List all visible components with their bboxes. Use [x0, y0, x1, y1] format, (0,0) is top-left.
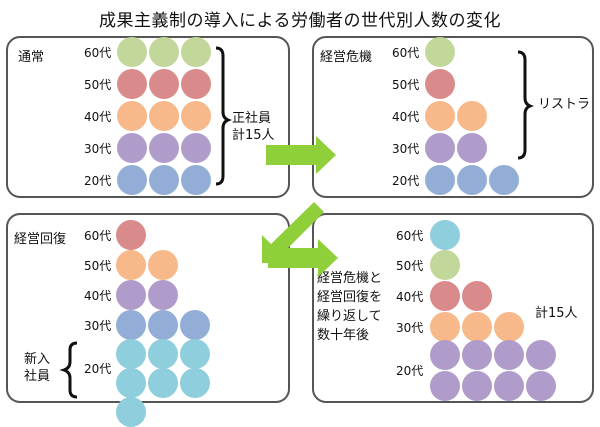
- recovery-worker-dot: [148, 367, 178, 398]
- normal-worker-dot: [149, 165, 179, 195]
- normal-age-label: 30代: [84, 142, 112, 156]
- arrow-crisis-to-recovery: [262, 202, 324, 263]
- decades-worker-dot: [430, 250, 460, 280]
- recovery-worker-dot: [116, 367, 146, 398]
- crisis-worker-dot: [425, 37, 455, 67]
- recovery-age-label: 30代: [84, 319, 112, 333]
- recovery-worker-dot: [180, 338, 210, 369]
- normal-worker-dot: [117, 69, 147, 99]
- decades-worker-dot: [526, 370, 556, 401]
- new-hire-label-line2: 社員: [24, 369, 51, 384]
- decades-age-label: 30代: [396, 321, 424, 335]
- normal-worker-dot: [149, 69, 179, 99]
- normal-worker-dot: [181, 69, 211, 99]
- normal-worker-dot: [149, 37, 179, 67]
- normal-bracket: [215, 46, 233, 186]
- panel-normal: [6, 36, 290, 198]
- recovery-worker-dot: [148, 338, 178, 369]
- arrow-normal-to-crisis: [266, 136, 336, 174]
- normal-bracket-label-line2: 計15人: [232, 128, 275, 143]
- recovery-worker-dot: [116, 310, 146, 340]
- crisis-bracket: [517, 50, 535, 160]
- crisis-worker-dot: [425, 133, 455, 163]
- decades-note-line2: 経営回復を: [317, 290, 383, 305]
- decades-note-line4: 数十年後: [317, 328, 370, 343]
- decades-worker-dot: [494, 339, 524, 370]
- recovery-worker-dot: [180, 367, 210, 398]
- crisis-bracket-label: リストラ: [538, 97, 591, 112]
- decades-worker-dot: [462, 339, 492, 370]
- normal-worker-dot: [117, 165, 147, 195]
- recovery-worker-dot: [180, 310, 210, 340]
- arrow-recovery-to-decades: [268, 239, 338, 277]
- recovery-age-label: 40代: [84, 289, 112, 303]
- decades-worker-dot: [462, 281, 492, 311]
- normal-worker-dot: [117, 133, 147, 163]
- crisis-worker-dot: [457, 133, 487, 163]
- crisis-worker-dot: [425, 165, 455, 195]
- recovery-worker-dot: [116, 396, 146, 427]
- decades-worker-dot: [494, 370, 524, 401]
- recovery-age-label: 60代: [84, 229, 112, 243]
- crisis-worker-dot: [425, 69, 455, 99]
- decades-worker-dot: [494, 312, 524, 342]
- diagram-title: 成果主義制の導入による労働者の世代別人数の変化: [99, 11, 501, 31]
- normal-age-label: 50代: [84, 78, 112, 92]
- decades-age-label: 60代: [396, 229, 424, 243]
- normal-worker-dot: [117, 101, 147, 131]
- normal-age-label: 40代: [84, 110, 112, 124]
- recovery-worker-dot: [148, 280, 178, 310]
- crisis-age-label: 30代: [392, 142, 420, 156]
- normal-worker-dot: [181, 165, 211, 195]
- recovery-worker-dot: [116, 280, 146, 310]
- crisis-worker-dot: [425, 101, 455, 131]
- crisis-age-label: 40代: [392, 110, 420, 124]
- panel-normal-label: 通常: [18, 50, 45, 65]
- diagram-stage: 成果主義制の導入による労働者の世代別人数の変化 通常 経営危機 経営回復 正社員…: [6, 11, 594, 427]
- normal-age-label: 60代: [84, 46, 112, 60]
- recovery-worker-dot: [116, 220, 146, 250]
- crisis-worker-dot: [457, 165, 487, 195]
- crisis-worker-dot: [457, 101, 487, 131]
- normal-worker-dot: [149, 133, 179, 163]
- crisis-worker-dot: [489, 165, 519, 195]
- decades-worker-dot: [430, 370, 460, 401]
- panel-recovery: [6, 213, 290, 403]
- panel-crisis: [312, 36, 594, 198]
- panel-recovery-label: 経営回復: [14, 232, 67, 247]
- decades-age-label: 40代: [396, 290, 424, 304]
- normal-worker-dot: [181, 133, 211, 163]
- normal-worker-dot: [181, 37, 211, 67]
- recovery-worker-dot: [116, 338, 146, 369]
- recovery-age-label: 20代: [84, 362, 112, 376]
- decades-note-line1: 経営危機と: [317, 271, 383, 286]
- decades-age-label: 20代: [396, 364, 424, 378]
- decades-worker-dot: [526, 339, 556, 370]
- decades-worker-dot: [462, 312, 492, 342]
- normal-worker-dot: [117, 37, 147, 67]
- decades-worker-dot: [430, 312, 460, 342]
- normal-worker-dot: [181, 101, 211, 131]
- crisis-age-label: 20代: [392, 174, 420, 188]
- decades-note-line3: 繰り返して: [317, 309, 382, 324]
- panel-crisis-label: 経営危機: [320, 50, 373, 65]
- decades-age-label: 50代: [396, 259, 424, 273]
- decades-worker-dot: [430, 339, 460, 370]
- crisis-age-label: 60代: [392, 46, 420, 60]
- normal-bracket-label-line1: 正社員: [232, 111, 272, 126]
- decades-worker-dot: [430, 281, 460, 311]
- decades-total-label: 計15人: [535, 306, 578, 321]
- recovery-worker-dot: [148, 310, 178, 340]
- normal-age-label: 20代: [84, 174, 112, 188]
- normal-worker-dot: [149, 101, 179, 131]
- decades-worker-dot: [430, 220, 460, 250]
- connector-overlay: [59, 46, 535, 399]
- decades-worker-dot: [462, 370, 492, 401]
- new-hire-bracket: [59, 341, 78, 399]
- recovery-worker-dot: [116, 250, 146, 280]
- recovery-age-label: 50代: [84, 259, 112, 273]
- recovery-worker-dot: [148, 250, 178, 280]
- new-hire-label-line1: 新入: [24, 352, 51, 367]
- crisis-age-label: 50代: [392, 78, 420, 92]
